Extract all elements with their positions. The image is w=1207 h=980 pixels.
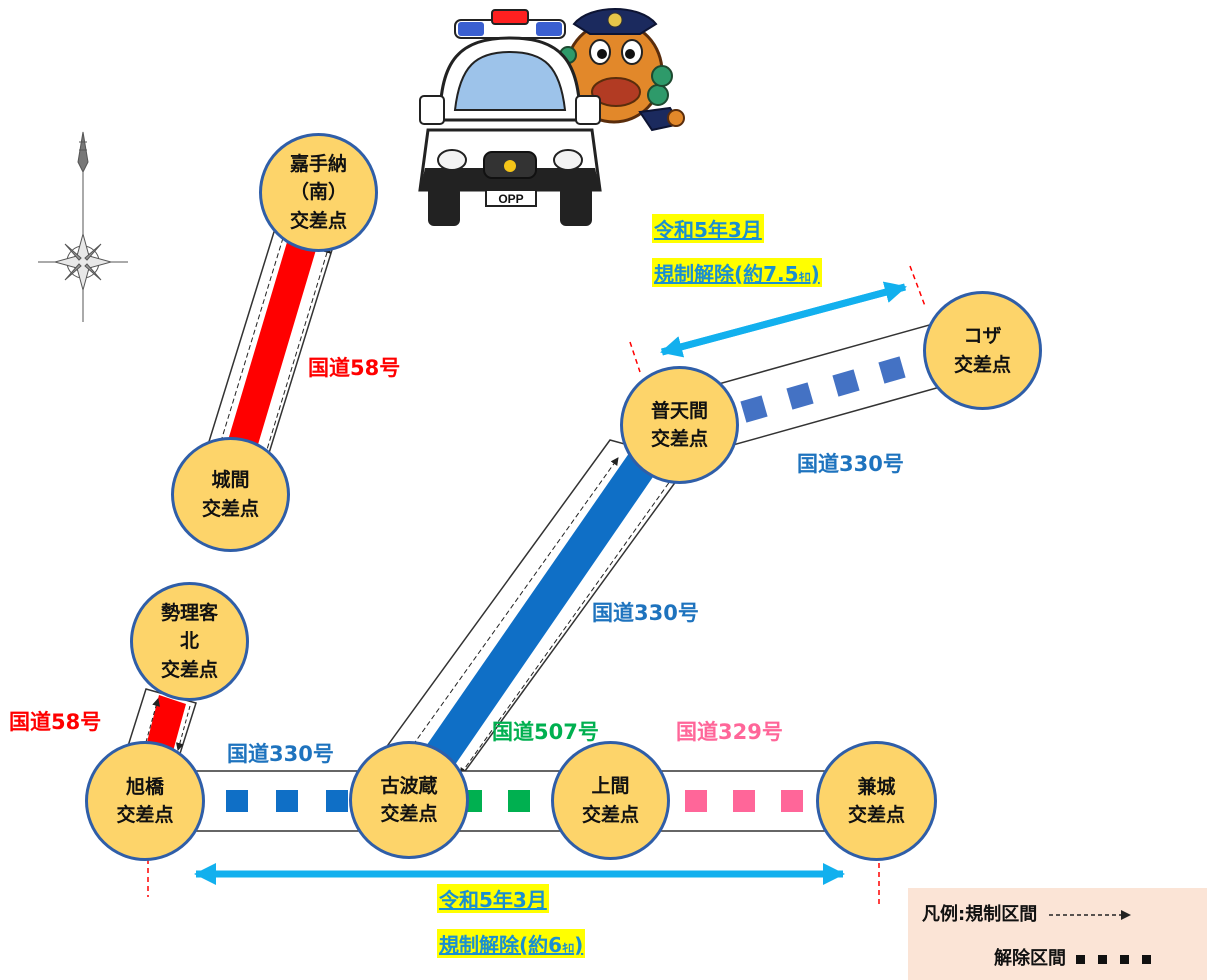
intersection-name: 普天間 [650,399,708,422]
route330-upper-road [714,321,959,446]
intersection-koza: コザ 交差点 [923,291,1042,410]
lower-lift-note-close: ) [574,933,584,957]
lower-lift-date: 令和5年3月 [437,884,549,913]
intersection-type: 交差点 [116,804,174,826]
intersection-type: 交差点 [160,658,218,681]
route507-label: 国道507号 [492,720,599,744]
intersection-name: 上間 [591,775,630,797]
intersection-name-suffix: （南） [289,181,347,204]
intersection-type: 交差点 [650,428,708,450]
lifted-section-arrows [194,281,907,885]
intersection-name-suffix: 北 [179,630,199,653]
route330-bottom-label: 国道330号 [227,742,334,766]
legend: 凡例:規制区間 解除区間 [908,888,1207,980]
upper-lift-note-text: 規制解除(約7.5 [654,262,799,286]
intersection-type: 交差点 [953,353,1011,376]
intersection-name: 兼城 [857,775,896,798]
intersection-type: 交差点 [201,497,259,520]
upper-lift-note: 規制解除(約7.5ｷﾛ) [652,258,822,287]
intersection-type: 交差点 [581,803,639,826]
lower-lift-note: 規制解除(約6ｷﾛ) [437,929,586,958]
intersection-futenma: 普天間 交差点 [620,366,739,484]
route330-middle-label: 国道330号 [592,601,699,625]
legend-lifted-row: 解除区間 [994,944,1154,970]
intersection-name: 嘉手納 [289,152,347,175]
intersection-kadena-south: 嘉手納 （南） 交差点 [259,133,378,252]
intersection-type: 交差点 [847,804,905,826]
intersection-name: 城間 [211,469,250,491]
intersection-kohagura: 古波蔵 交差点 [349,741,469,859]
route58-upper-label: 国道58号 [308,356,401,380]
route58-lower-label: 国道58号 [9,710,102,734]
dashed-arrow-icon [1049,910,1132,920]
intersection-kaneshiro: 兼城 交差点 [816,741,937,861]
legend-regulated-label: 規制区間 [965,904,1038,925]
intersection-type: 交差点 [289,209,347,232]
upper-lift-date: 令和5年3月 [652,214,764,243]
police-car-mascot-icon: OPP [418,8,685,226]
legend-lifted-label: 解除区間 [994,948,1066,969]
intersection-name: 旭橋 [125,775,164,798]
intersection-jokan: 城間 交差点 [171,437,290,552]
intersection-name: コザ [963,325,1002,347]
route330-upper-label: 国道330号 [797,452,904,476]
upper-lift-note-unit: ｷﾛ [798,270,811,284]
upper-lift-note-close: ) [810,262,820,286]
square-dots-icon [1076,955,1152,964]
legend-regulated-row: 凡例:規制区間 [922,900,1133,926]
compass-rose-icon [38,131,128,322]
intersection-uema: 上間 交差点 [551,741,670,860]
section-end-markers [147,265,926,908]
intersection-asahibashi: 旭橋 交差点 [85,741,205,861]
license-plate: OPP [498,192,523,206]
intersection-type: 交差点 [380,803,438,825]
intersection-name: 勢理客 [160,601,218,624]
intersection-seirikyaku-north: 勢理客 北 交差点 [130,582,249,701]
intersection-name: 古波蔵 [380,774,438,797]
lower-lift-note-text: 規制解除(約6 [439,933,563,957]
route329-label: 国道329号 [676,720,783,744]
legend-prefix: 凡例: [922,904,966,925]
bottom-horizontal-road [174,770,871,832]
route58-upper-road [206,218,337,467]
lower-lift-note-unit: ｷﾛ [562,941,575,955]
